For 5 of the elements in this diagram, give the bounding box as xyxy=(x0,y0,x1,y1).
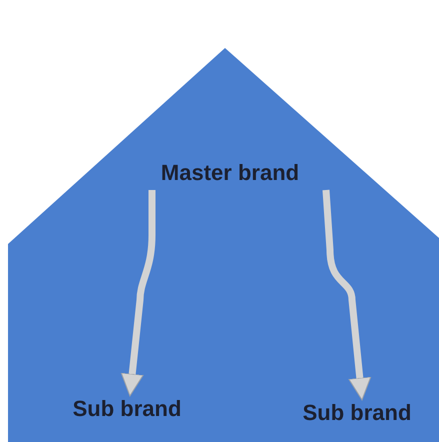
curved-arrow xyxy=(322,190,372,400)
node-label: Sub brand xyxy=(60,396,194,422)
curved-arrow xyxy=(120,190,156,396)
node-label: Master brand xyxy=(140,160,320,186)
node-label: Sub brand xyxy=(290,400,424,426)
